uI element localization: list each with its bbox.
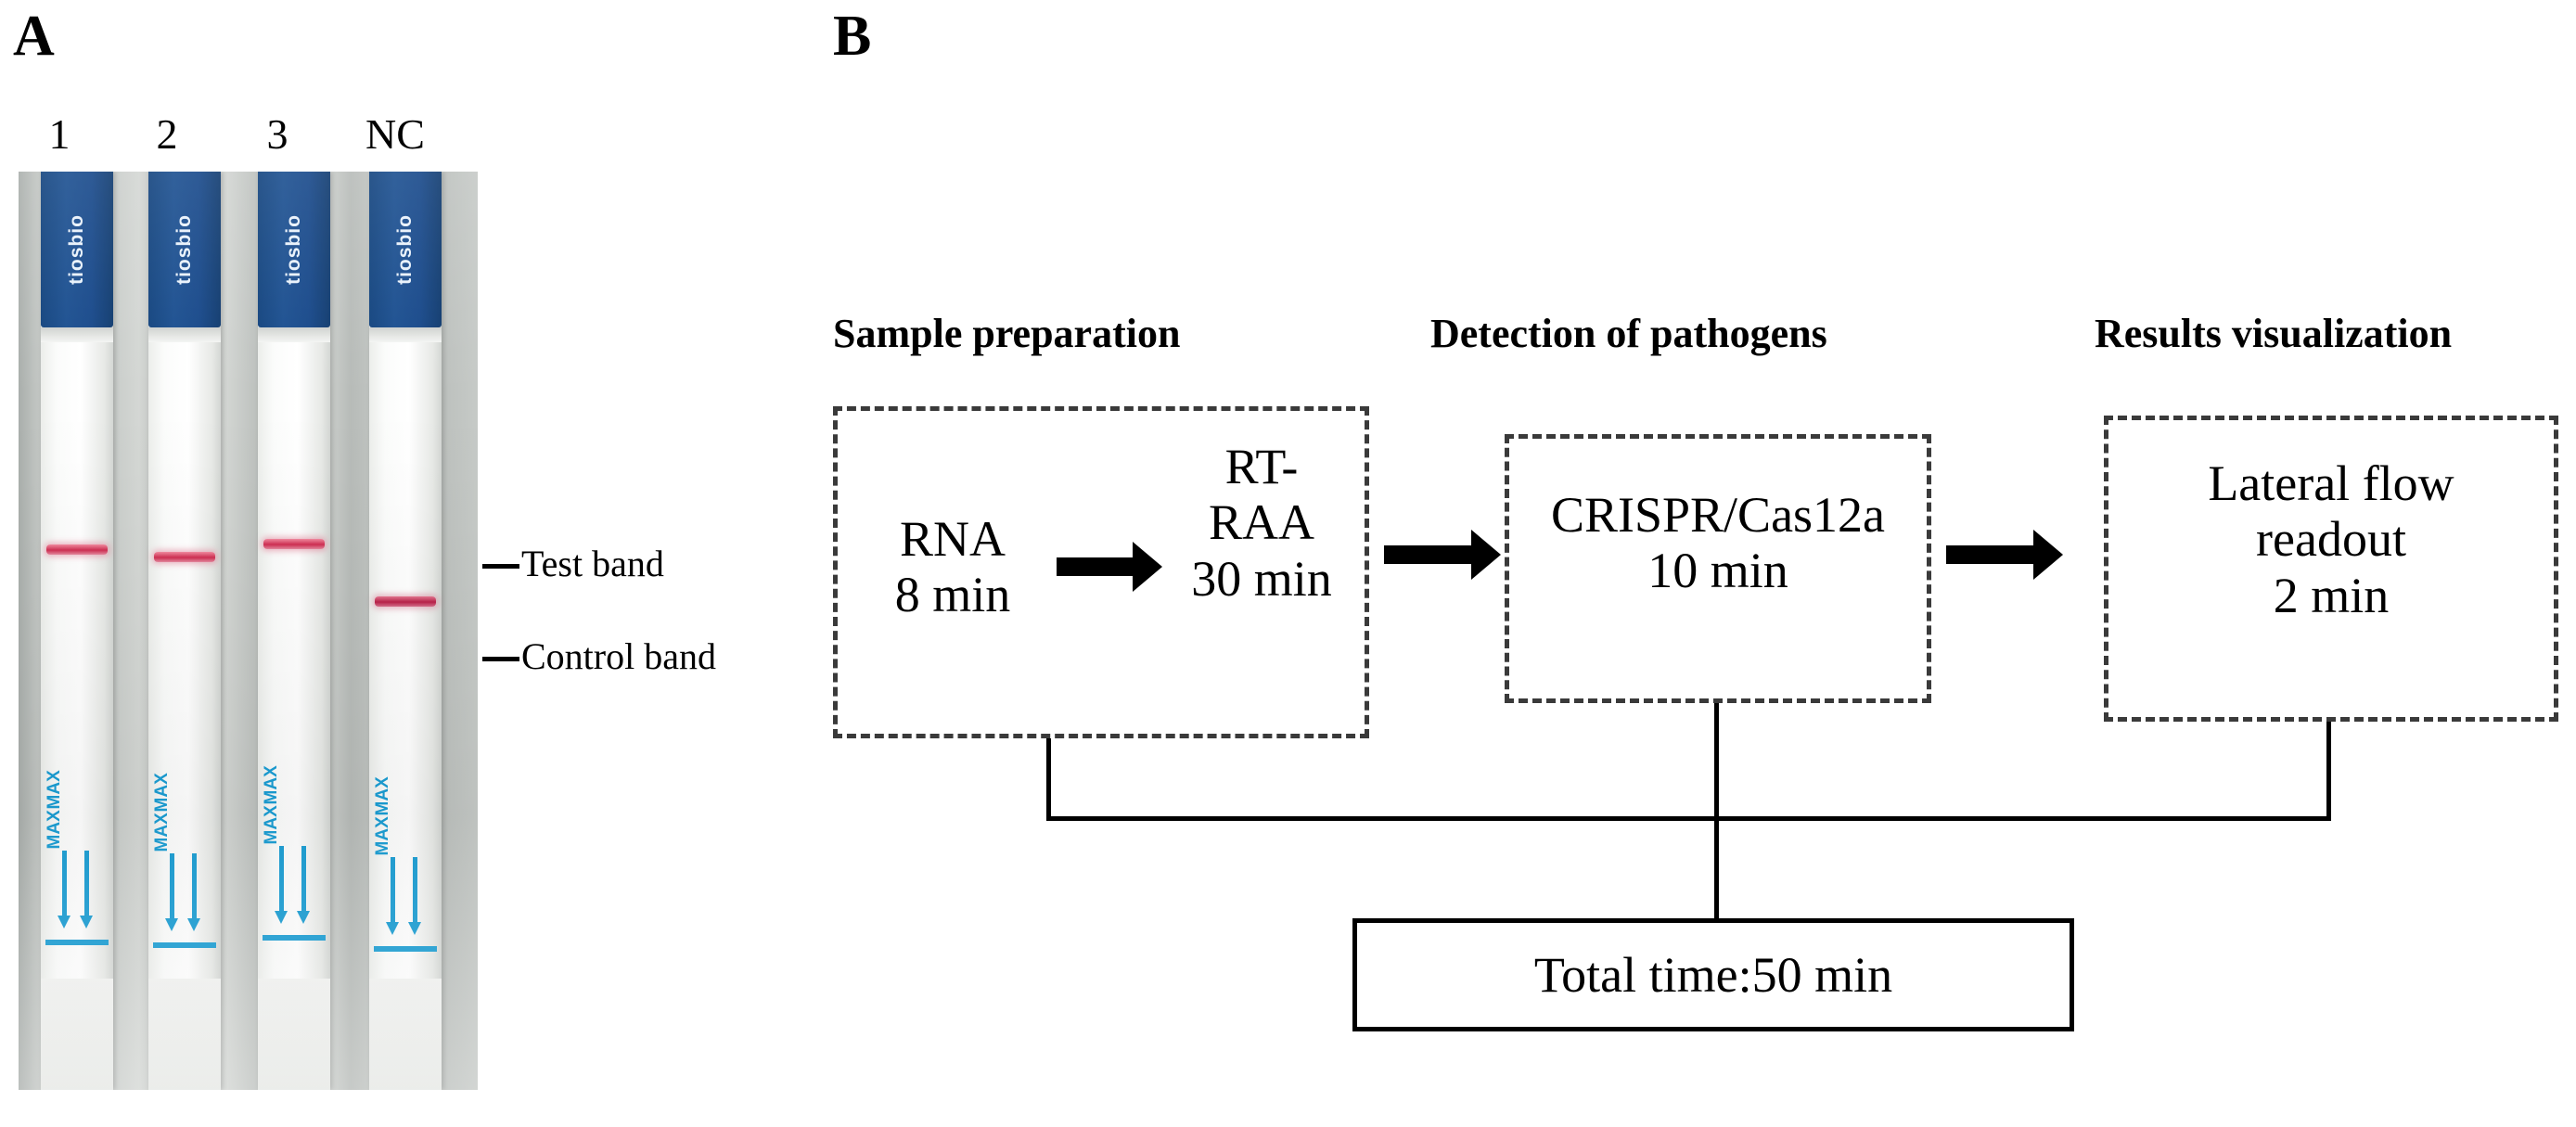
max-arrows-icon bbox=[153, 853, 216, 939]
panel-a-letter: A bbox=[13, 5, 55, 68]
max-marking: MAX MAX bbox=[152, 773, 216, 949]
strip-foot bbox=[258, 979, 330, 1090]
strip-cap: tiosbio bbox=[258, 172, 330, 327]
strip-label-2: 2 bbox=[156, 110, 178, 158]
strip-pad bbox=[148, 327, 221, 342]
section-title-detection-of-pathogens: Detection of pathogens bbox=[1430, 311, 1827, 356]
max-marking: MAX MAX bbox=[45, 770, 109, 946]
strip-foot bbox=[148, 979, 221, 1090]
connector-from-box1 bbox=[1046, 738, 1051, 820]
connector-to-total-time bbox=[1714, 816, 1719, 920]
max-line bbox=[153, 942, 216, 949]
max-arrows-icon bbox=[263, 846, 326, 931]
total-time-label: Total time:50 min bbox=[1533, 946, 1893, 1003]
max-arrows-icon bbox=[374, 857, 437, 942]
test-strip-1: tiosbio MAX MAX bbox=[41, 172, 113, 1090]
control-band-annotation: Control band bbox=[521, 635, 716, 677]
max-line bbox=[374, 946, 437, 953]
test-band-pointer-line bbox=[482, 564, 519, 569]
arrow-detection-to-results bbox=[1946, 530, 2063, 580]
test-band bbox=[46, 544, 108, 555]
strip-pad bbox=[41, 327, 113, 342]
test-band bbox=[154, 552, 215, 562]
test-strip-3: tiosbio MAX MAX bbox=[258, 172, 330, 1090]
max-line bbox=[263, 935, 326, 941]
connector-from-box2-upper bbox=[1714, 703, 1719, 820]
panel-b: B Sample preparation Detection of pathog… bbox=[816, 0, 2576, 1127]
test-band-annotation: Test band bbox=[521, 543, 664, 584]
strip-foot bbox=[369, 979, 442, 1090]
arrow-preparation-to-detection bbox=[1384, 530, 1501, 580]
strip-label-3: 3 bbox=[266, 110, 288, 158]
section-title-results-visualization: Results visualization bbox=[2095, 311, 2453, 356]
panel-b-letter: B bbox=[833, 5, 872, 68]
max-arrows-icon bbox=[45, 851, 109, 936]
control-band-pointer-line bbox=[482, 657, 519, 661]
max-marking: MAX MAX bbox=[373, 776, 437, 953]
photo-lighting-overlay bbox=[19, 172, 478, 1090]
panel-a: A 1 2 3 NC tiosbio MAX MAX bbox=[0, 0, 816, 1127]
test-strip-nc: tiosbio MAX MAX bbox=[369, 172, 442, 1090]
max-marking: MAX MAX bbox=[262, 765, 326, 941]
test-band bbox=[263, 539, 325, 549]
test-strip-2: tiosbio MAX MAX bbox=[148, 172, 221, 1090]
total-time-box: Total time:50 min bbox=[1352, 918, 2074, 1031]
connector-horizontal-bus bbox=[1046, 816, 2331, 821]
section-title-sample-preparation: Sample preparation bbox=[833, 311, 1181, 356]
lateral-flow-strip-photo: tiosbio MAX MAX tiosbio bbox=[19, 172, 478, 1090]
strip-label-1: 1 bbox=[48, 110, 70, 158]
control-band bbox=[375, 596, 436, 607]
connector-from-box3 bbox=[2326, 722, 2331, 820]
strip-cap: tiosbio bbox=[369, 172, 442, 327]
arrow-rna-to-rtraa bbox=[1057, 542, 1162, 592]
max-line bbox=[45, 940, 109, 946]
strip-label-nc: NC bbox=[365, 110, 425, 158]
strip-cap: tiosbio bbox=[148, 172, 221, 327]
strip-foot bbox=[41, 979, 113, 1090]
strip-pad bbox=[369, 327, 442, 342]
strip-pad bbox=[258, 327, 330, 342]
strip-cap: tiosbio bbox=[41, 172, 113, 327]
